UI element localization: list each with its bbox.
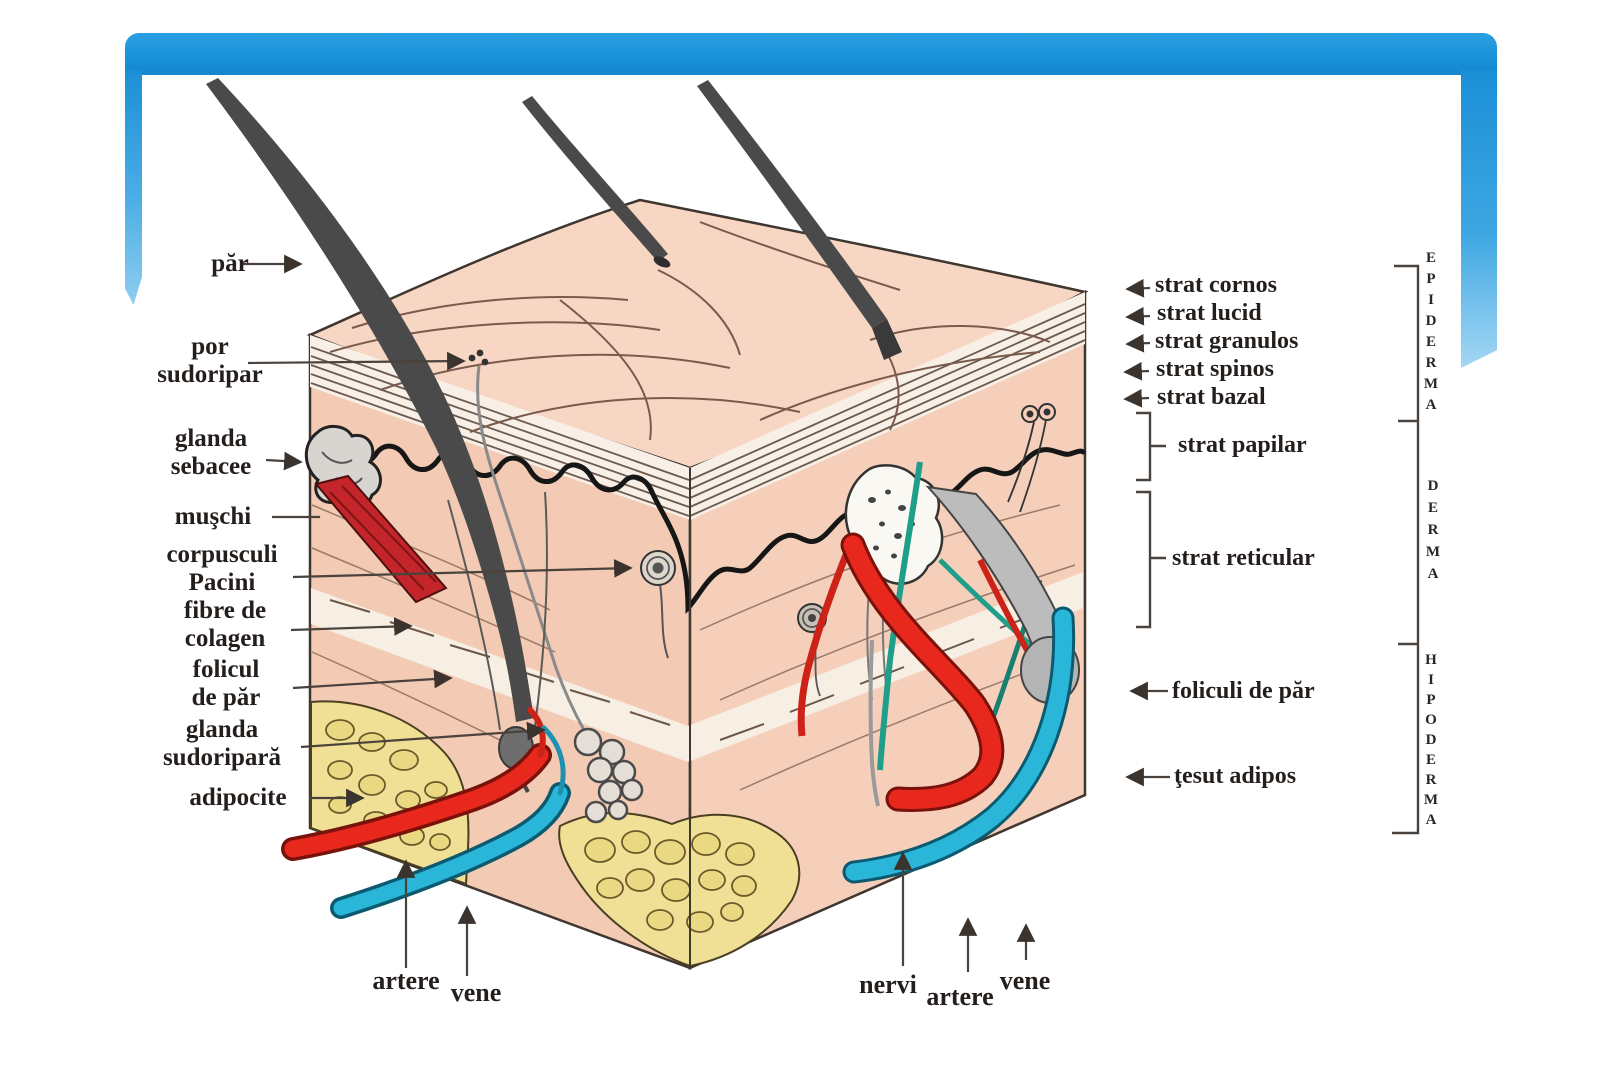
label-strat-cornos: strat cornos [1155,272,1277,298]
layer-brackets [1136,264,1420,835]
label-strat-papilar: strat papilar [1178,432,1307,458]
label-folicul-de-par: folicul de păr [191,656,261,711]
label-corpusculi-pacini: corpusculi Pacini [166,541,278,596]
bracket-strat-reticular [1136,490,1166,629]
leader-strat-granulos [1125,333,1151,353]
vein-tube-left [330,725,571,919]
label-strat-bazal: strat bazal [1157,384,1266,410]
label-adipocite: adipocite [189,784,287,811]
bracket-skin-sections [1392,264,1420,835]
label-nervi: nervi [859,970,917,999]
label-vene-right: vene [999,966,1051,995]
label-artere-right: artere [926,982,994,1011]
leader-strat-cornos [1125,278,1151,298]
nerve-ending-coil [1007,403,1056,513]
leader-fibre-colagen [290,617,413,636]
label-strat-lucid: strat lucid [1157,300,1262,326]
hair-shaft-right [697,80,887,328]
fat-cells-adipocytes [310,700,801,968]
label-vene-left: vene [450,978,502,1007]
label-glanda-sudoripara: glanda sudoripară [162,716,282,771]
leader-strat-bazal [1123,388,1150,408]
slide-accent-top-bar [125,33,1497,75]
slide-accent-left-strip [125,70,142,305]
leader-glanda-sudoripara [300,721,546,749]
sweat-gland-coil [573,727,644,824]
label-muschi: muşchi [174,503,252,530]
section-label-derma: DERMA [1425,478,1441,588]
hair-shafts [206,78,902,722]
label-por-sudoripar: por sudoripar [157,333,263,388]
label-par: păr [211,250,249,277]
hair-shaft-middle [522,96,668,262]
leader-strat-lucid [1125,306,1151,326]
label-fibre-de-colagen: fibre de colagen [183,597,267,652]
section-label-epiderma: EPIDERMA [1423,250,1439,418]
label-glanda-sebacee: glanda sebacee [170,425,252,480]
label-tesut-adipos: ţesut adipos [1174,763,1297,789]
leader-lines [243,254,1170,976]
bracket-strat-papilar [1136,411,1166,482]
leader-corpusculi-pacini [292,559,633,579]
label-strat-reticular: strat reticular [1172,545,1315,571]
pacinian-corpuscle [640,550,827,697]
slide-accent-right-strip [1461,70,1497,368]
artery-tube-right [840,532,1005,812]
label-artere-left: artere [372,966,440,995]
leader-glanda-sebacee [265,451,303,471]
leader-folicul [292,669,453,690]
leader-strat-spinos [1123,361,1150,381]
label-strat-granulos: strat granulos [1155,328,1299,354]
label-strat-spinos: strat spinos [1156,356,1275,382]
label-foliculi-de-par: foliculi de păr [1172,678,1315,704]
leader-por-sudoripar [247,351,466,371]
section-label-hipoderma: HIPODERMA [1423,652,1439,832]
